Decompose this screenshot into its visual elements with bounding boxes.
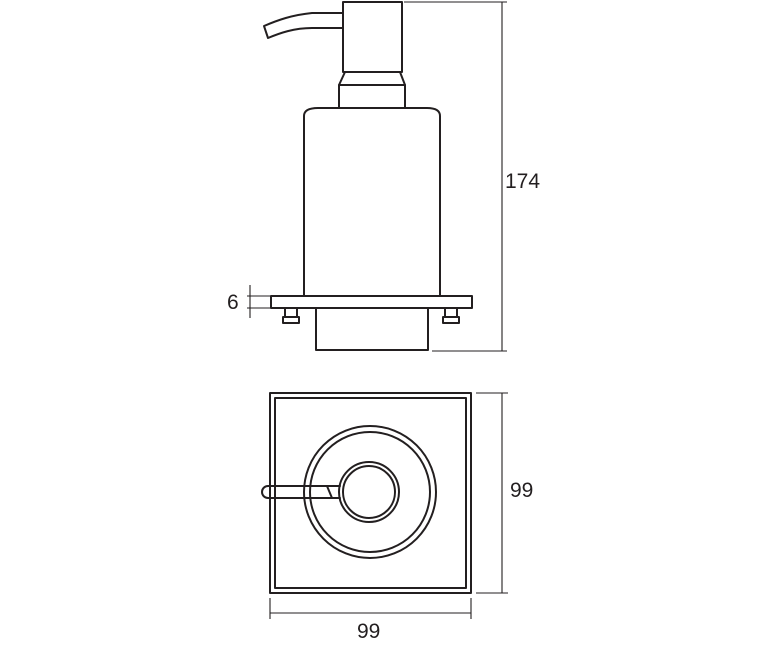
bottle-outer-circle — [303, 425, 437, 559]
pump-neck-taper — [338, 71, 346, 86]
dimension-width: 99 — [269, 598, 472, 643]
dimension-width-label: 99 — [357, 620, 380, 643]
pump-neck — [338, 84, 406, 109]
pump-head-outer-circle — [338, 461, 400, 523]
side-view — [263, 1, 473, 351]
dimension-thickness: 6 — [227, 285, 271, 318]
spout-joint — [326, 485, 333, 499]
bottle-inner-circle — [309, 431, 431, 553]
pump-head — [342, 1, 403, 73]
pump-head-inner-circle — [342, 465, 396, 519]
bottle-body — [303, 107, 441, 297]
pump-spout — [263, 12, 344, 39]
top-view — [261, 392, 472, 594]
holder-cup — [315, 307, 429, 351]
pump-neck-taper — [399, 71, 406, 86]
top-view-inner-square — [274, 397, 467, 589]
top-view-outer-square — [269, 392, 472, 594]
spout-top-view — [261, 485, 341, 499]
dimension-depth-label: 99 — [510, 479, 533, 502]
screw-right — [442, 307, 460, 324]
base-plate — [270, 295, 473, 309]
screw-left — [282, 307, 300, 324]
dimension-height: 174 — [404, 1, 540, 352]
dimension-depth: 99 — [476, 392, 533, 594]
dimension-thickness-label: 6 — [227, 291, 239, 314]
dimension-height-label: 174 — [505, 170, 540, 193]
